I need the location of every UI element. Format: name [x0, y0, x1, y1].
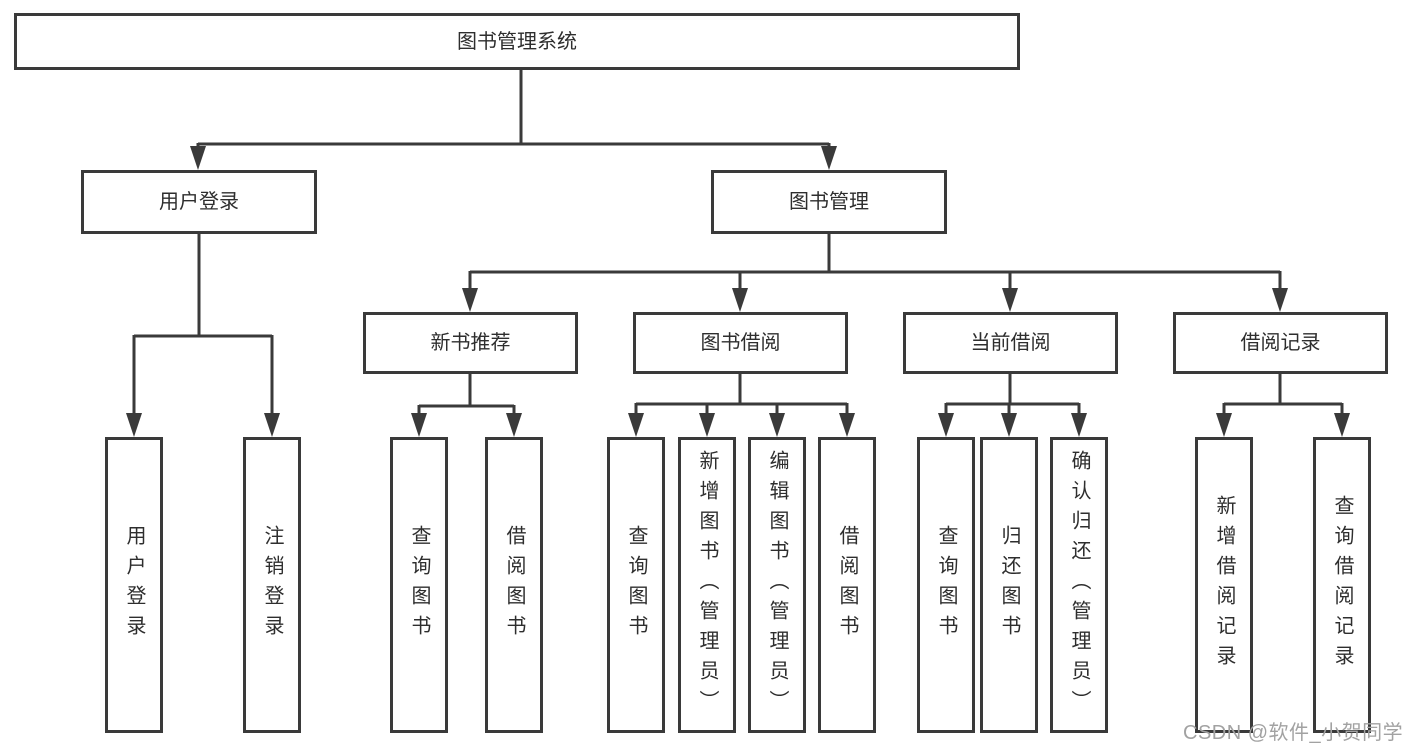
connector-borrow-records-to-leaves [1216, 374, 1350, 437]
leaf-borrow-books: 借阅图书 [818, 437, 876, 733]
leaf-query-books-current: 查询图书 [917, 437, 975, 733]
leaf-add-borrow-record: 新增借阅记录 [1195, 437, 1253, 733]
node-label: 图书管理 [789, 191, 869, 213]
leaf-return-books: 归还图书 [980, 437, 1038, 733]
node-label: 图书借阅 [700, 332, 781, 354]
node-library-management-system: 图书管理系统 [14, 13, 1020, 70]
node-borrow-records: 借阅记录 [1173, 312, 1388, 374]
node-label: 查询图书 [408, 525, 430, 645]
connector-current-borrow-to-leaves [938, 374, 1087, 437]
node-label: 借阅图书 [836, 525, 858, 645]
leaf-confirm-return-admin: 确认归还（管理员） [1050, 437, 1108, 733]
node-label: 用户登录 [123, 525, 145, 645]
leaf-user-login: 用户登录 [105, 437, 163, 733]
leaf-query-borrow-record: 查询借阅记录 [1313, 437, 1371, 733]
node-label: 查询借阅记录 [1331, 495, 1353, 675]
node-new-book-recommend: 新书推荐 [363, 312, 578, 374]
csdn-watermark: CSDN @软件_小贺同学 [1183, 722, 1404, 744]
node-label: 当前借阅 [970, 332, 1051, 354]
node-user-login-branch: 用户登录 [81, 170, 317, 234]
node-book-borrow: 图书借阅 [633, 312, 848, 374]
node-label: 新书推荐 [430, 332, 511, 354]
leaf-query-books-recommend: 查询图书 [390, 437, 448, 733]
node-label: 查询图书 [625, 525, 647, 645]
node-label: 新增图书（管理员） [696, 450, 718, 720]
leaf-query-books-borrow: 查询图书 [607, 437, 665, 733]
node-label: 借阅记录 [1240, 332, 1321, 354]
node-label: 编辑图书（管理员） [766, 450, 788, 720]
connector-book-management-to-modules [462, 234, 1288, 312]
node-label: 归还图书 [998, 525, 1020, 645]
node-label: 新增借阅记录 [1213, 495, 1235, 675]
node-label: 确认归还（管理员） [1068, 450, 1090, 720]
connector-new-book-recommend-to-leaves [411, 374, 522, 437]
leaf-borrow-books-recommend: 借阅图书 [485, 437, 543, 733]
node-label: 借阅图书 [503, 525, 525, 645]
leaf-edit-books-admin: 编辑图书（管理员） [748, 437, 806, 733]
leaf-add-books-admin: 新增图书（管理员） [678, 437, 736, 733]
node-label: 注销登录 [261, 525, 283, 645]
node-label: 用户登录 [159, 191, 239, 213]
leaf-logout: 注销登录 [243, 437, 301, 733]
connector-book-borrow-to-leaves [628, 374, 855, 437]
node-book-management: 图书管理 [711, 170, 947, 234]
node-label: 图书管理系统 [457, 30, 577, 53]
connector-root-to-branches [190, 70, 837, 170]
node-current-borrow: 当前借阅 [903, 312, 1118, 374]
connector-user-login-to-leaves [126, 234, 280, 437]
node-label: 查询图书 [935, 525, 957, 645]
